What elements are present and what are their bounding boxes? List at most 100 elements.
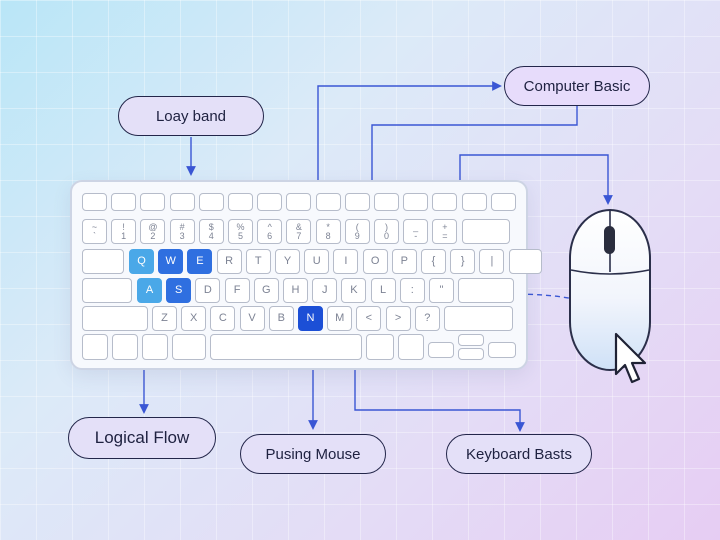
key-shift-glyph: +	[442, 221, 448, 232]
key-n: N	[298, 306, 323, 331]
function-key	[432, 193, 458, 211]
key-shift-glyph: (	[355, 221, 359, 232]
key-d: D	[195, 278, 221, 303]
function-key	[374, 193, 399, 211]
number-key: @2	[140, 219, 166, 244]
function-key	[315, 193, 341, 211]
number-key: ^6	[257, 219, 283, 244]
number-key: +=	[432, 219, 458, 244]
right-shift-key	[444, 306, 513, 331]
label-keyboard-basts: Keyboard Basts	[446, 434, 592, 474]
key-y: Y	[275, 249, 300, 274]
key-o: O	[362, 249, 388, 274]
key-shift-glyph: @	[148, 221, 158, 232]
key-h: H	[283, 278, 308, 303]
key-shift-glyph: ^	[267, 221, 272, 232]
key-b: B	[268, 306, 294, 331]
key-k: K	[341, 278, 367, 303]
key-e: E	[187, 249, 213, 274]
option-key-right	[398, 334, 424, 360]
key-r: R	[216, 249, 242, 274]
arrow-down-key	[458, 348, 484, 360]
label-computer-basic: Computer Basic	[504, 66, 650, 106]
function-key	[403, 193, 429, 211]
key-glyph: 4	[208, 230, 214, 241]
key-sym: :	[399, 278, 425, 303]
key-sym: |	[479, 249, 505, 274]
key-sym: >	[385, 306, 411, 331]
number-key: #3	[169, 219, 195, 244]
number-key: $4	[198, 219, 224, 244]
key-u: U	[304, 249, 330, 274]
key-a: A	[137, 278, 162, 303]
key-glyph: 2	[150, 230, 156, 241]
fn-key	[82, 334, 108, 360]
key-t: T	[245, 249, 271, 274]
key-l: L	[370, 278, 396, 303]
connector-computer-basic-2	[371, 106, 578, 211]
key-glyph: 7	[296, 230, 302, 241]
space-bar	[210, 334, 362, 360]
key-shift-glyph: #	[179, 221, 185, 232]
function-key	[140, 193, 166, 211]
key-j: J	[312, 278, 338, 303]
number-key: (9	[344, 219, 370, 244]
key-shift-glyph: !	[122, 221, 125, 232]
key-glyph: 3	[179, 230, 185, 241]
key-p: P	[391, 249, 417, 274]
arrow-left-key	[428, 342, 454, 358]
backslash-key	[508, 249, 542, 274]
key-glyph: 9	[354, 230, 360, 241]
function-key	[286, 193, 312, 211]
arrow-right-key	[488, 342, 516, 358]
function-key	[461, 193, 487, 211]
key-z: Z	[152, 306, 177, 331]
key-glyph: 6	[267, 230, 273, 241]
key-sym: {	[421, 249, 446, 274]
key-shift-glyph: $	[208, 221, 214, 232]
key-x: X	[181, 306, 207, 331]
function-key	[198, 193, 224, 211]
number-key: &7	[286, 219, 312, 244]
key-f: F	[224, 278, 250, 303]
command-key-right	[366, 334, 394, 360]
function-key	[228, 193, 253, 211]
key-glyph: 0	[383, 230, 389, 241]
label-loay-band: Loay band	[118, 96, 264, 136]
key-shift-glyph: %	[236, 221, 245, 232]
key-i: I	[333, 249, 359, 274]
key-c: C	[210, 306, 236, 331]
function-key	[82, 193, 107, 211]
label-pusing-mouse: Pusing Mouse	[240, 434, 386, 474]
connector-computer-basic	[317, 81, 502, 210]
key-glyph: -	[414, 230, 418, 241]
key-m: M	[327, 306, 353, 331]
key-shift-glyph: _	[413, 221, 419, 232]
key-sym: }	[450, 249, 476, 274]
enter-key	[458, 278, 515, 303]
key-glyph: 5	[237, 230, 243, 241]
key-shift-glyph: &	[295, 221, 302, 232]
key-w: W	[158, 249, 184, 274]
key-v: V	[239, 306, 265, 331]
number-key: )0	[374, 219, 399, 244]
mouse-button-line	[570, 269, 650, 275]
key-sym: <	[356, 306, 382, 331]
key-s: S	[166, 278, 192, 303]
key-g: G	[253, 278, 279, 303]
cursor-arrow-icon	[614, 332, 647, 384]
number-key: ~`	[82, 219, 107, 244]
number-key: *8	[315, 219, 341, 244]
function-key	[490, 193, 516, 211]
key-glyph: =	[442, 230, 448, 241]
key-shift-glyph: )	[385, 221, 388, 232]
key-glyph: 8	[325, 230, 331, 241]
key-q: Q	[129, 249, 154, 274]
arrow-up-key	[458, 334, 484, 346]
key-shift-glyph: *	[326, 221, 330, 232]
command-key	[172, 334, 206, 360]
function-key	[344, 193, 370, 211]
key-sym: "	[429, 278, 454, 303]
